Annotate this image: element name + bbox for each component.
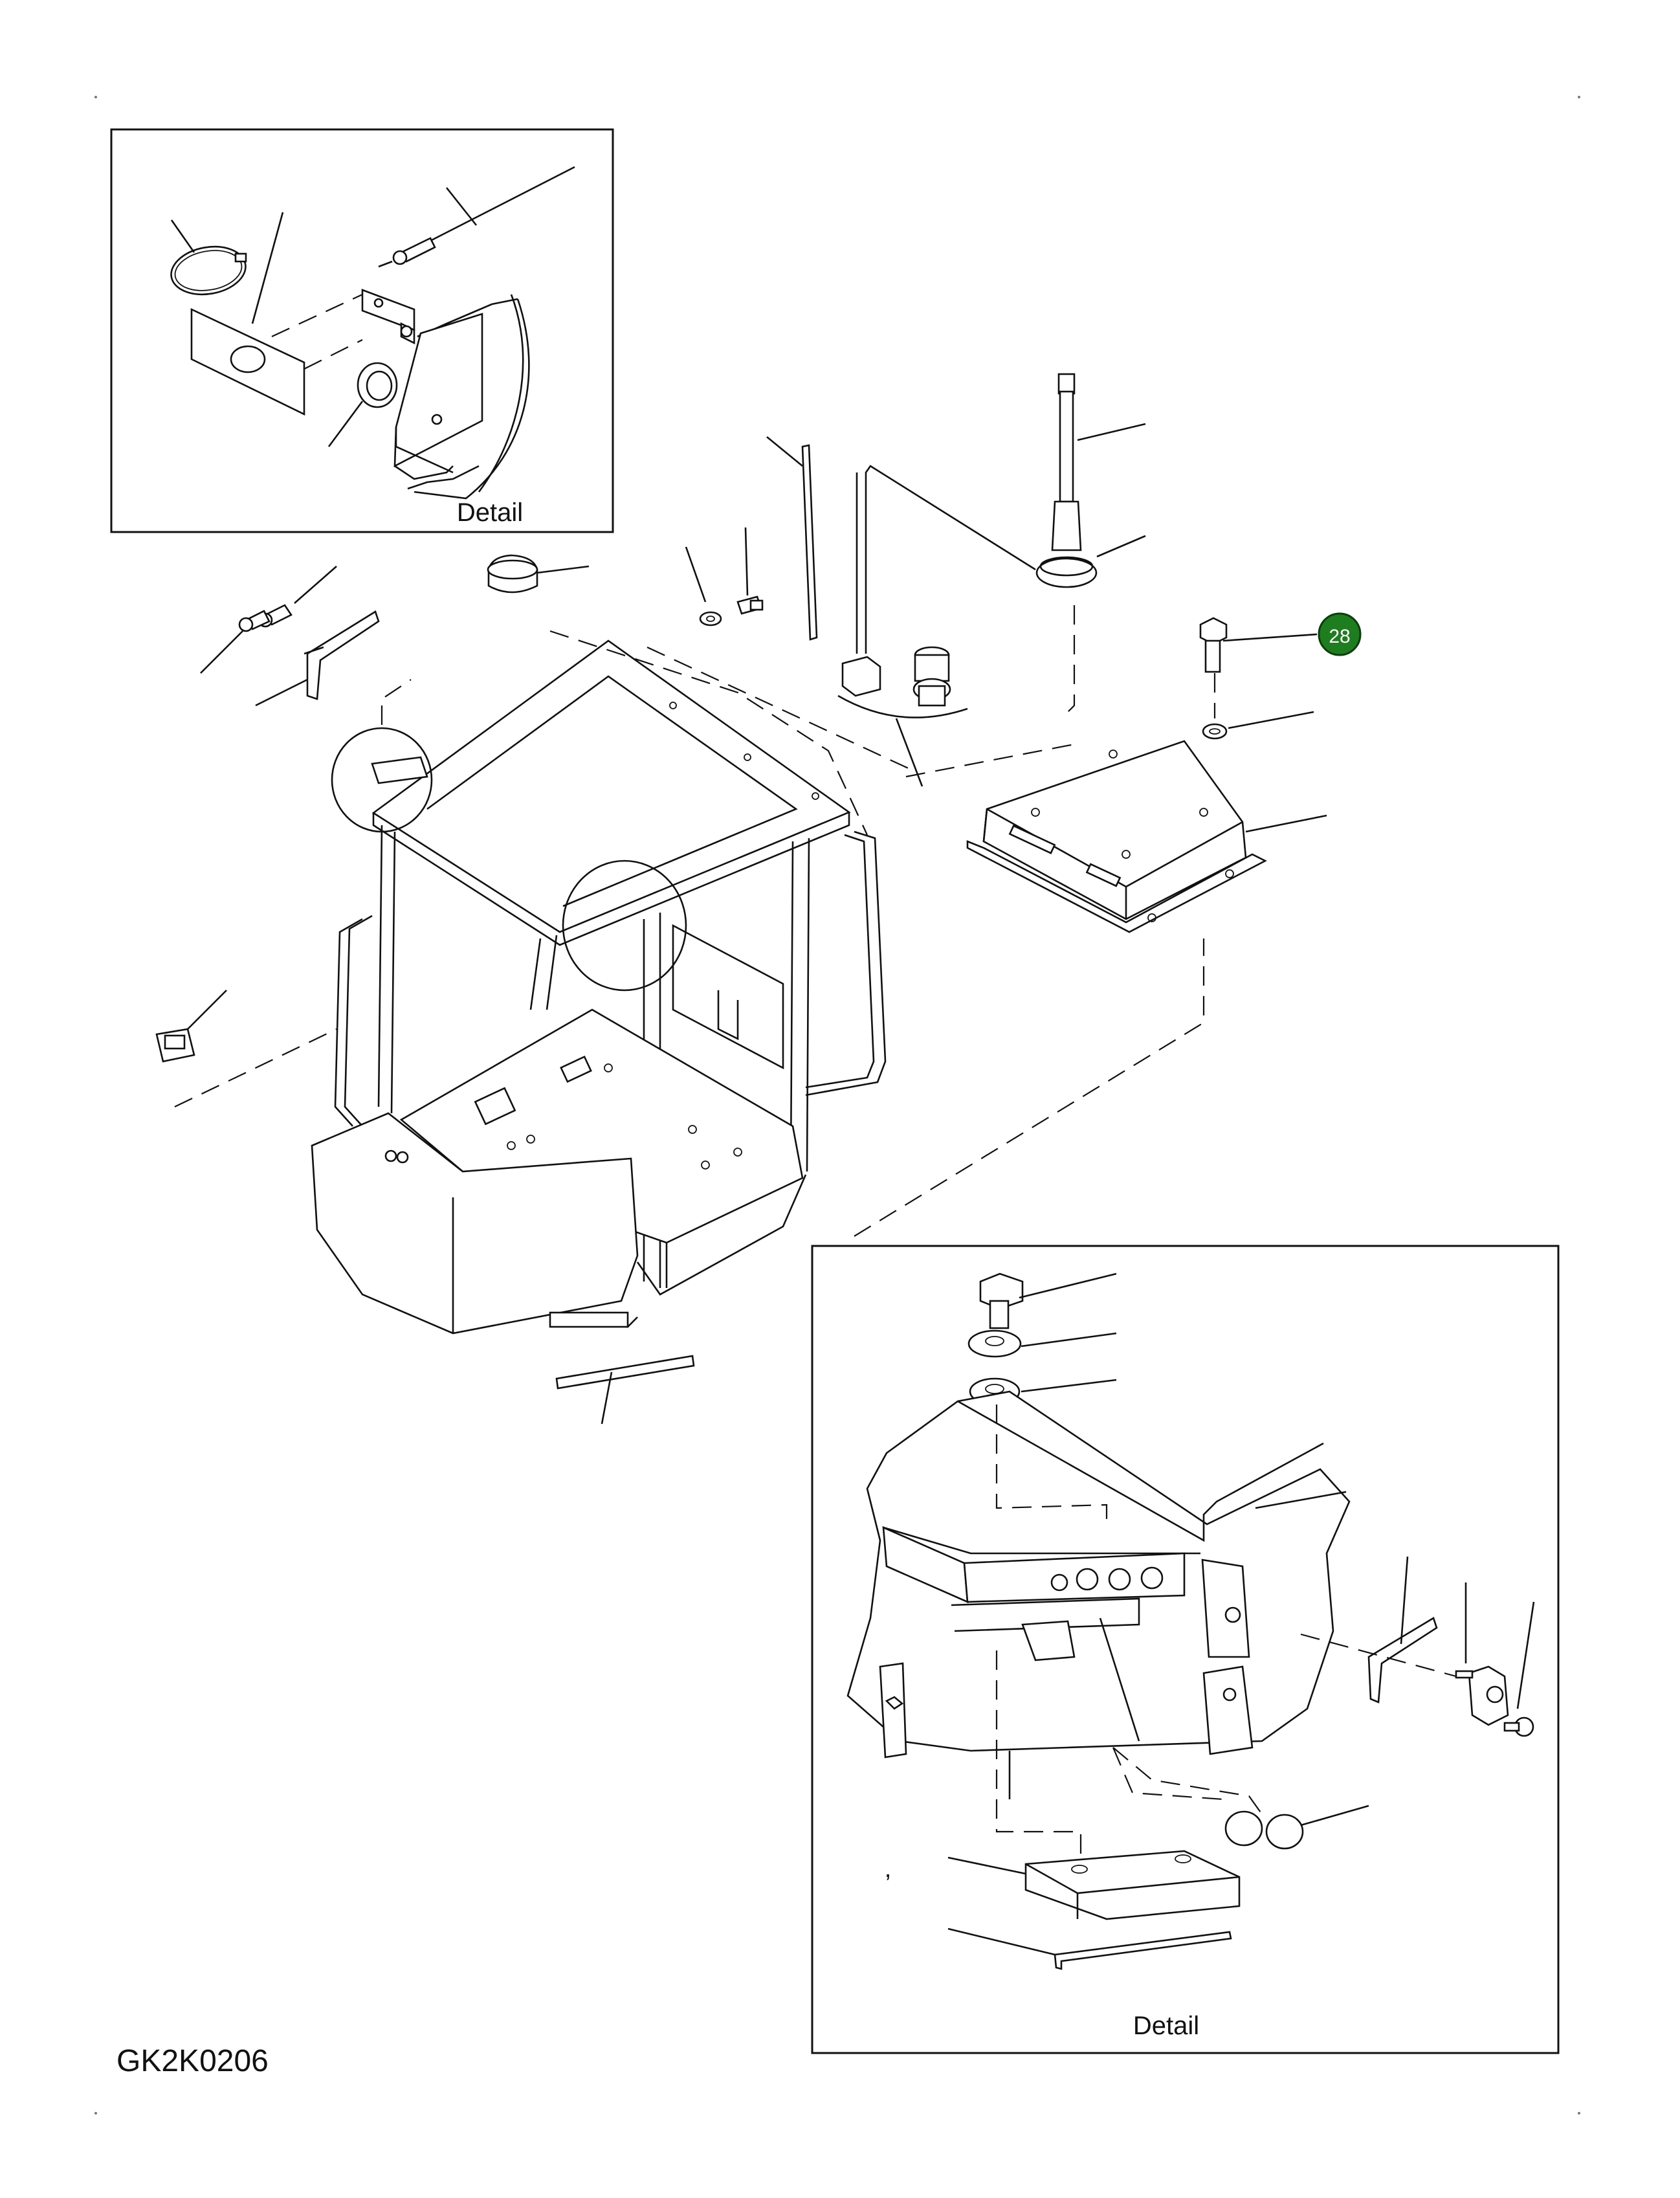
control-box [966,740,1267,933]
washer-box [1202,723,1228,740]
mirror-bracket [304,610,380,700]
cab-assembly [311,639,887,1335]
cable-tie-detail [170,245,247,296]
detail-box-bottom: , Detail [811,1245,1560,2054]
trim-strip [555,1355,695,1390]
rocker-switch [155,1028,195,1063]
bolt-box [1199,617,1228,673]
antenna-mast [1035,373,1098,588]
antenna-cable [865,465,1036,654]
grommet-detail [357,362,398,408]
stray-mark: , [885,1856,892,1883]
mounting-plate-detail [190,307,305,416]
detail-bottom-label: Detail [1133,2012,1199,2040]
push-pins [238,604,293,632]
cab-corner-detail [393,294,530,500]
antenna-bracket-detail [361,289,415,345]
washer-small [699,611,722,627]
screw-small [736,595,764,615]
drawing-code: GK2K0206 [116,2044,269,2078]
fuse-holder [912,646,951,707]
frame-section-detail [846,1390,1351,1799]
callout-number: 28 [1329,626,1350,647]
corner-marks [94,96,1580,2115]
clip-bracket-detail [1367,1617,1438,1704]
bumper-caps-detail [1224,1810,1304,1850]
antenna-rod-detail [378,166,575,268]
callout-badge-28[interactable]: 28 [1318,612,1362,656]
dome-cap [487,554,538,594]
pan-screw-detail [1503,1716,1534,1737]
hex-bolt-detail [979,1272,1024,1329]
edge-strip-detail [1054,1931,1232,1970]
connector-block [841,656,881,697]
relay-connector-detail [1455,1665,1509,1726]
detail-top-label: Detail [457,498,523,527]
wear-block-detail [1024,1850,1241,1920]
detail-box-top: Detail [110,128,614,533]
seal-strip [801,444,818,641]
flat-washer-detail [967,1329,1022,1358]
